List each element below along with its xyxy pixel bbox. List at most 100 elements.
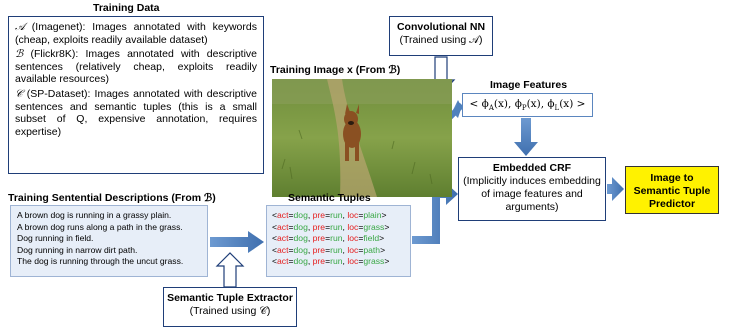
tuple-key: loc bbox=[347, 244, 359, 255]
tuple-value: dog bbox=[293, 244, 308, 255]
tuple-punct: = bbox=[288, 256, 294, 267]
extractor-subtitle: (Trained using 𝒞) bbox=[189, 305, 271, 317]
tuple-punct: < bbox=[272, 256, 278, 267]
sentence-item: Dog running in narrow dirt path. bbox=[17, 244, 138, 255]
entry-text: (Imagenet): Images annotated with keywor… bbox=[15, 21, 257, 46]
crf-description: (Implicitly induces embedding of image f… bbox=[463, 175, 601, 213]
tuple-key: loc bbox=[347, 256, 359, 267]
cnn-subtitle: (Trained using 𝒜) bbox=[399, 34, 483, 46]
tuple-punct: < bbox=[272, 244, 278, 255]
sentences-box: A brown dog is running in a grassy plain… bbox=[10, 205, 208, 277]
tuples-to-crf-arrow bbox=[412, 183, 458, 244]
tuple-punct: , bbox=[342, 221, 348, 232]
crf-title: Embedded CRF bbox=[492, 162, 572, 174]
tuple-punct: , bbox=[342, 244, 348, 255]
tuple-punct: = bbox=[288, 233, 294, 244]
tuple-punct: , bbox=[342, 256, 348, 267]
tuple-punct: > bbox=[380, 244, 386, 255]
sentence-item: The dog is running through the uncut gra… bbox=[17, 256, 184, 267]
semantic-tuples-box: <act=dog, pre=run, loc=plain><act=dog, p… bbox=[266, 205, 411, 277]
tuple-key: act bbox=[277, 210, 289, 220]
tuple-value: dog bbox=[293, 256, 308, 267]
tuple-key: act bbox=[277, 233, 289, 244]
tuple-punct: , bbox=[342, 233, 348, 244]
tuple-punct: < bbox=[272, 221, 278, 232]
sentences-to-tuples-arrow bbox=[210, 231, 264, 253]
crf-to-predictor-arrow bbox=[607, 177, 624, 201]
tuple-key: pre bbox=[312, 244, 326, 255]
tuple-value: run bbox=[330, 244, 343, 255]
tuple-punct: = bbox=[288, 221, 294, 232]
features-formula: < ϕA(x), ϕP(x), ϕL(x) > bbox=[469, 98, 586, 113]
tuple-punct: = bbox=[358, 210, 364, 220]
extractor-title: Semantic Tuple Extractor bbox=[167, 292, 293, 304]
sentence-item: A brown dog is running in a grassy plain… bbox=[17, 210, 172, 220]
training-image-label: Training Image x (From ℬ) bbox=[270, 64, 401, 76]
tuple-row: <act=dog, pre=run, loc=grass> bbox=[272, 222, 405, 234]
features-to-crf-arrow bbox=[514, 118, 538, 156]
tuple-punct: , bbox=[342, 210, 348, 220]
tuple-value: run bbox=[330, 233, 343, 244]
tuple-punct: = bbox=[325, 221, 331, 232]
tuple-punct: > bbox=[379, 233, 385, 244]
tuple-value: run bbox=[330, 221, 343, 232]
tuple-punct: = bbox=[288, 210, 294, 220]
symbol-c: 𝒞 bbox=[15, 87, 23, 100]
tuple-punct: , bbox=[307, 256, 313, 267]
symbol-a: 𝒜 bbox=[15, 21, 25, 33]
cnn-title: Convolutional NN bbox=[396, 21, 486, 33]
sentential-title: Training Sentential Descriptions (From ℬ… bbox=[8, 192, 216, 204]
tuple-value: grass bbox=[363, 256, 385, 267]
symbol-b: ℬ bbox=[15, 48, 24, 61]
tuple-punct: , bbox=[307, 233, 313, 244]
tuple-punct: > bbox=[384, 256, 390, 267]
training-data-entry: 𝒜 (Imagenet): Images annotated with keyw… bbox=[15, 21, 257, 46]
training-data-entry: ℬ (Flickr8K): Images annotated with desc… bbox=[15, 48, 257, 86]
tuple-punct: = bbox=[325, 210, 331, 220]
tuple-punct: = bbox=[325, 256, 331, 267]
image-features-title: Image Features bbox=[490, 79, 568, 91]
tuple-key: act bbox=[277, 221, 289, 232]
tuple-punct: = bbox=[325, 233, 331, 244]
entry-text: (Flickr8K): Images annotated with descri… bbox=[15, 48, 257, 86]
tuple-value: run bbox=[330, 210, 343, 220]
tuple-key: act bbox=[277, 244, 289, 255]
tuple-punct: < bbox=[272, 210, 278, 220]
tuple-key: pre bbox=[312, 256, 326, 267]
tuple-punct: = bbox=[325, 244, 331, 255]
tuple-value: dog bbox=[293, 221, 308, 232]
tuple-punct: , bbox=[307, 221, 313, 232]
tuple-key: act bbox=[277, 256, 289, 267]
training-data-entry: 𝒞 (SP-Dataset): Images annotated with de… bbox=[15, 88, 257, 138]
predictor-box: Image to Semantic Tuple Predictor bbox=[625, 166, 719, 214]
tuple-key: pre bbox=[312, 221, 326, 232]
embedded-crf-box: Embedded CRF (Implicitly induces embeddi… bbox=[458, 157, 606, 221]
cnn-box: Convolutional NN (Trained using 𝒜) bbox=[389, 16, 493, 56]
entry-text: (SP-Dataset): Images annotated with desc… bbox=[15, 87, 257, 138]
tuple-value: grass bbox=[363, 221, 385, 232]
tuple-punct: = bbox=[358, 244, 364, 255]
tuple-row: <act=dog, pre=run, loc=path> bbox=[272, 245, 405, 257]
tuple-punct: > bbox=[384, 221, 390, 232]
training-data-title: Training Data bbox=[93, 2, 160, 14]
semantic-tuples-title: Semantic Tuples bbox=[288, 192, 371, 204]
tuple-value: plain bbox=[363, 210, 382, 220]
sentence-item: A brown dog runs along a path in the gra… bbox=[17, 221, 183, 232]
tuple-key: loc bbox=[347, 233, 359, 244]
tuple-punct: = bbox=[288, 244, 294, 255]
tuple-value: run bbox=[330, 256, 343, 267]
training-data-box: 𝒜 (Imagenet): Images annotated with keyw… bbox=[8, 16, 264, 174]
tuple-row: <act=dog, pre=run, loc=plain> bbox=[272, 210, 405, 222]
predictor-label: Image to Semantic Tuple Predictor bbox=[633, 172, 711, 210]
tuple-value: dog bbox=[293, 210, 308, 220]
tuple-row: <act=dog, pre=run, loc=field> bbox=[272, 233, 405, 245]
tuple-value: path bbox=[363, 244, 381, 255]
tuple-value: field bbox=[363, 233, 380, 244]
tuple-row: <act=dog, pre=run, loc=grass> bbox=[272, 256, 405, 268]
dog-photo-image bbox=[272, 79, 452, 197]
tuple-value: dog bbox=[293, 233, 308, 244]
tuple-punct: = bbox=[358, 256, 364, 267]
tuple-key: pre bbox=[312, 210, 326, 220]
sentence-item: Dog running in field. bbox=[17, 233, 94, 244]
tuple-punct: = bbox=[358, 221, 364, 232]
